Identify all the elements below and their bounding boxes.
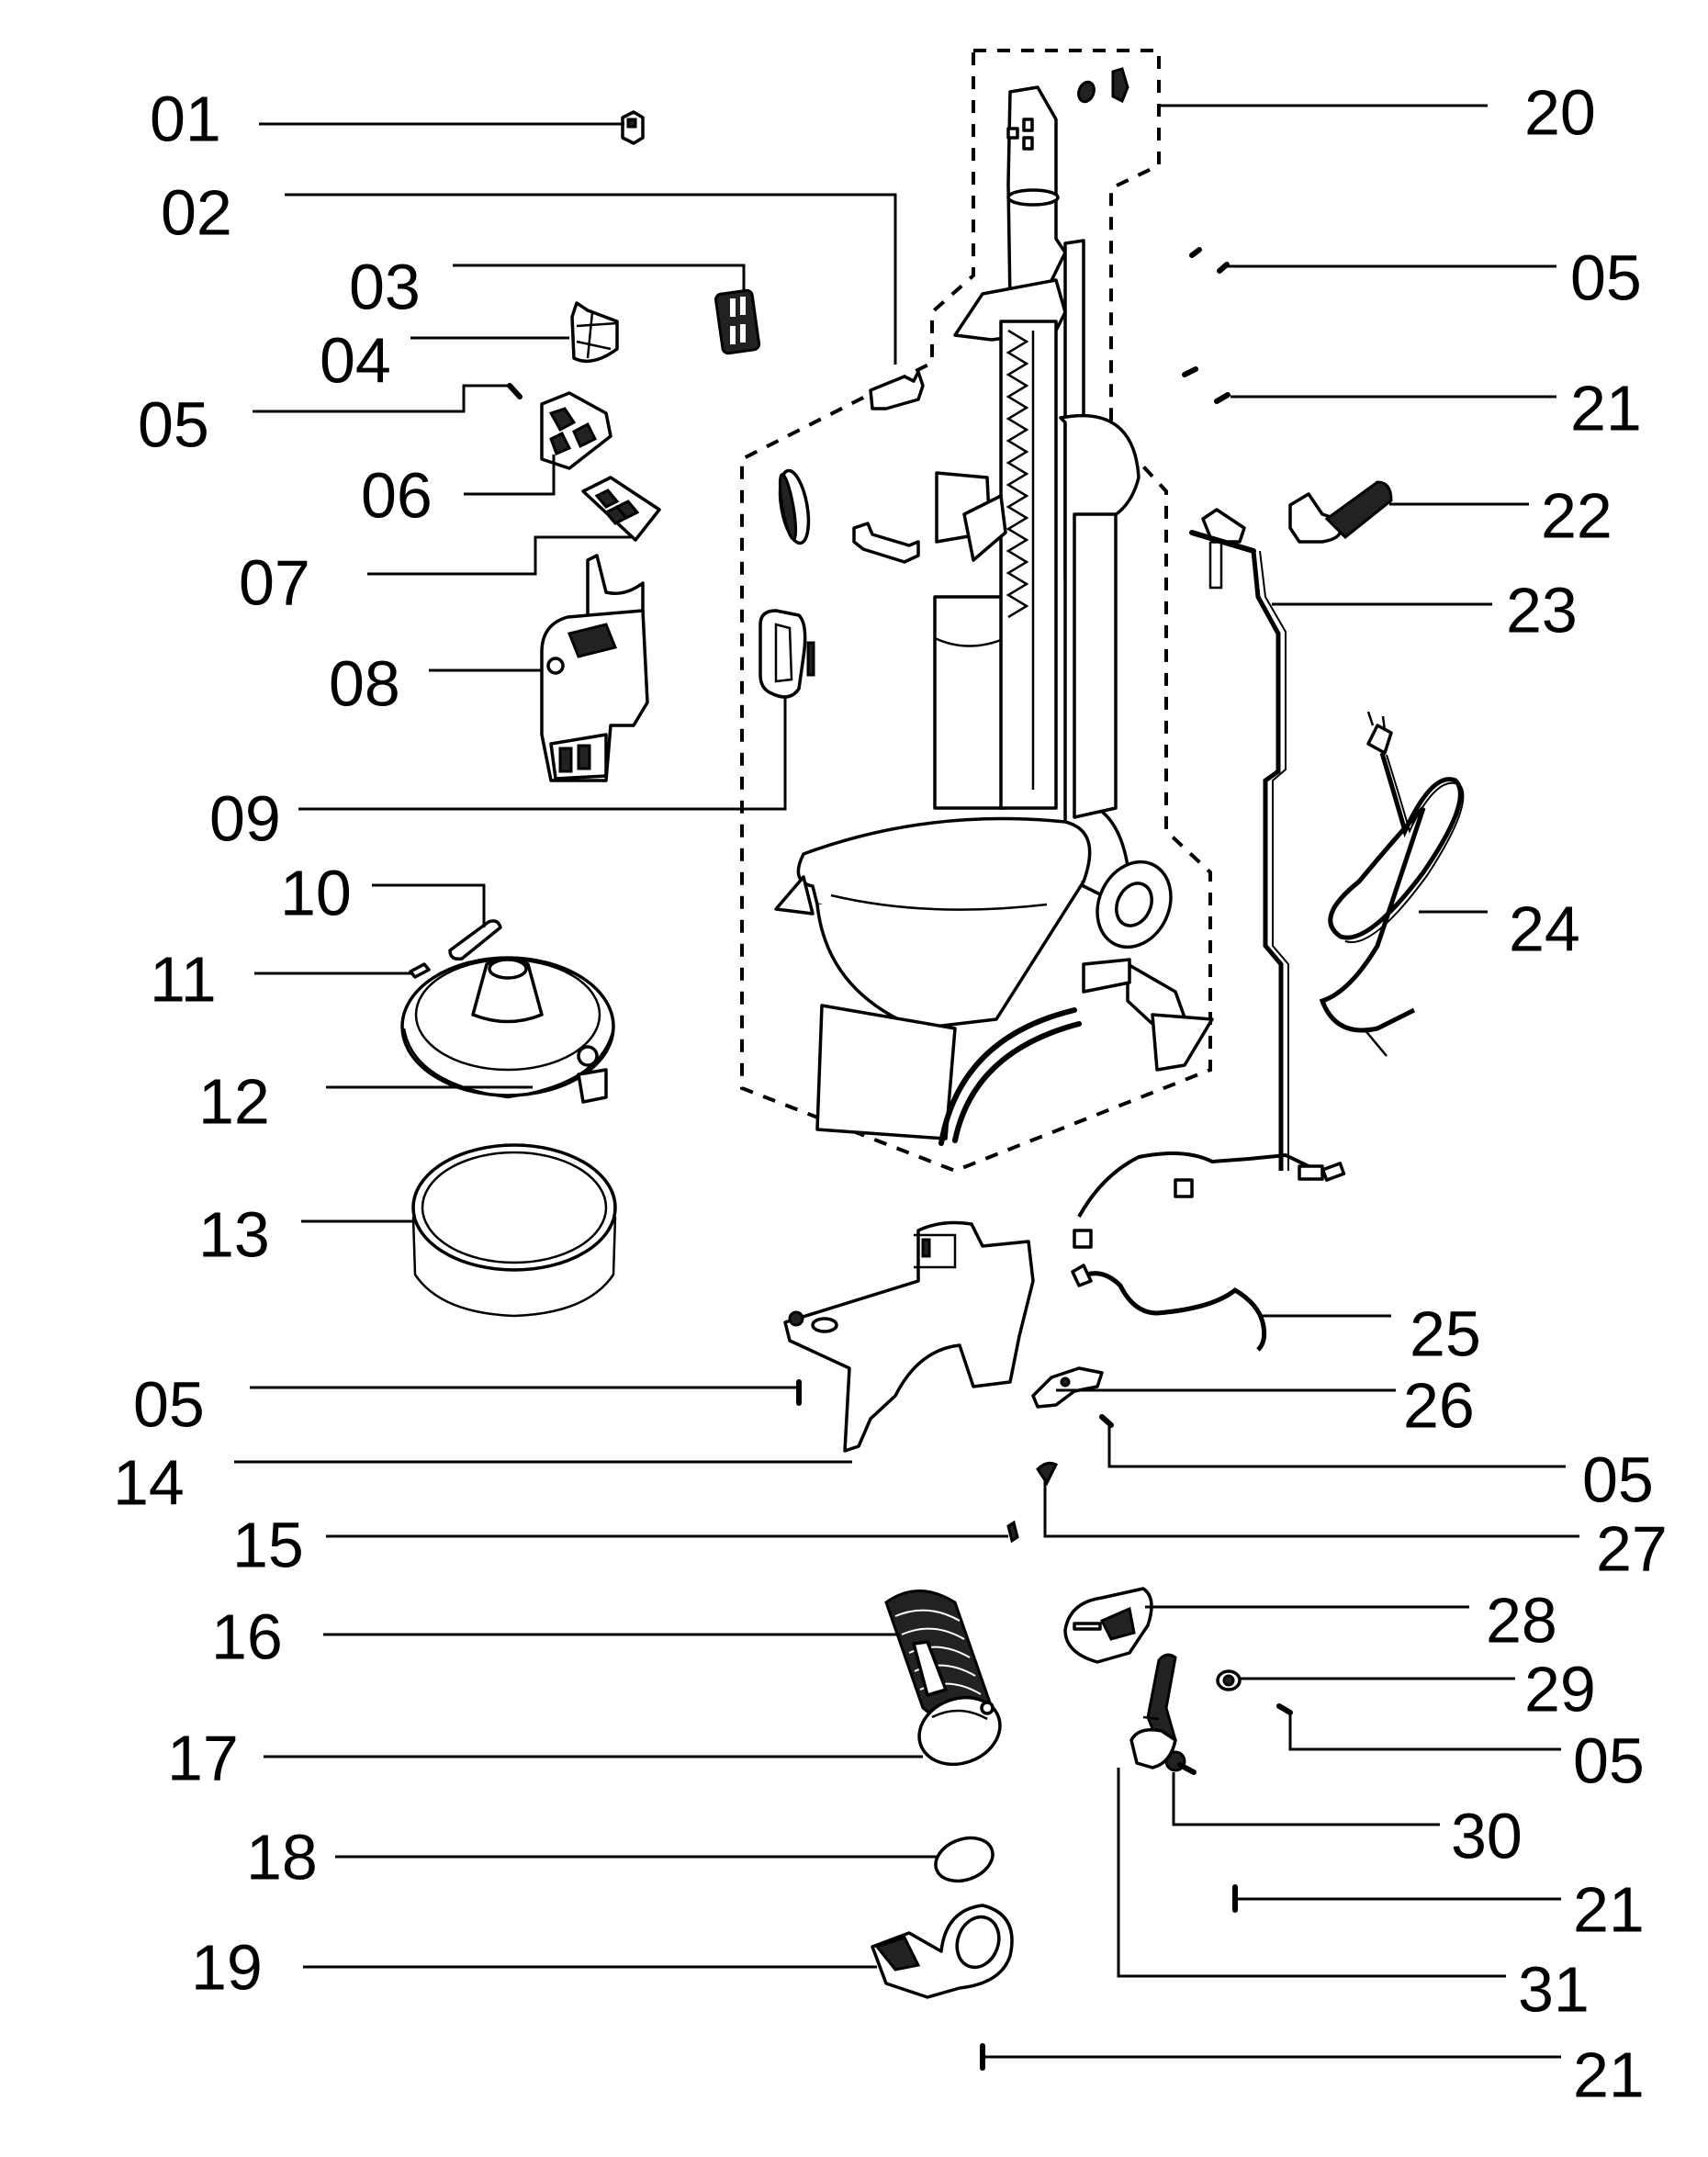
part-06-circuit-housing (540, 391, 612, 470)
part-03-latch-bracket (714, 288, 761, 355)
part-01-switch-button (621, 110, 645, 145)
callout-14: 14 (113, 1446, 185, 1518)
leader-09 (298, 696, 787, 811)
callout-26: 26 (1403, 1369, 1475, 1441)
leader-05e (1288, 1713, 1561, 1751)
callout-31: 31 (1518, 1953, 1590, 2025)
part-05-screw-d (1099, 1414, 1114, 1428)
callout-22: 22 (1541, 479, 1612, 551)
callout-29: 29 (1524, 1653, 1596, 1724)
leader-03 (453, 264, 746, 292)
callout-09: 09 (209, 782, 281, 854)
callout-04: 04 (320, 324, 391, 396)
callout-02: 02 (161, 176, 232, 248)
callout-11: 11 (150, 943, 217, 1015)
callout-27: 27 (1596, 1512, 1668, 1584)
callout-21b: 21 (1573, 1873, 1645, 1945)
callout-05b: 05 (133, 1368, 205, 1440)
part-28-cam (1063, 1587, 1153, 1664)
callout-05d: 05 (1582, 1444, 1654, 1515)
part-23-internal-wiring (1189, 508, 1289, 1171)
leader-02 (285, 193, 897, 365)
part-24-power-cord (1319, 711, 1465, 1057)
inner-ring-part (778, 468, 811, 545)
callout-12: 12 (198, 1065, 270, 1137)
inner-bracket-part (852, 522, 920, 564)
part-05-screw-c (1189, 247, 1230, 274)
callout-10: 10 (280, 857, 352, 928)
callout-labels: 01 02 03 04 05 06 07 08 09 10 11 12 13 0… (113, 76, 1668, 2110)
leader-06 (464, 455, 556, 496)
callout-30: 30 (1451, 1800, 1523, 1871)
part-22-cord-hook (1288, 480, 1393, 544)
callout-21c: 21 (1573, 2039, 1645, 2110)
part-18-o-ring (934, 1836, 994, 1883)
part-05-screw-e (1276, 1703, 1293, 1715)
part-15-small-clip (1006, 1520, 1019, 1544)
part-04-valve-cap (570, 301, 619, 364)
callout-08: 08 (329, 647, 400, 719)
callout-21a: 21 (1570, 372, 1642, 444)
callout-05a: 05 (138, 388, 209, 460)
callout-01: 01 (150, 83, 221, 154)
part-12-filter-cover (400, 956, 615, 1104)
callout-28: 28 (1486, 1584, 1557, 1656)
assembly-boundary (740, 49, 1212, 1174)
leader-31 (1117, 1768, 1506, 1978)
leader-lines (234, 104, 1579, 2059)
callout-05c: 05 (1570, 242, 1642, 313)
callout-25: 25 (1410, 1298, 1481, 1369)
callout-13: 13 (198, 1198, 270, 1270)
leader-07 (367, 535, 634, 576)
callout-19: 19 (191, 1931, 263, 2003)
part-09-seal-gasket (758, 609, 815, 699)
part-11-small-pin (409, 962, 431, 979)
callout-18: 18 (246, 1821, 318, 1893)
callout-17: 17 (167, 1722, 239, 1793)
callout-20: 20 (1524, 76, 1596, 148)
part-02-clip (869, 370, 925, 410)
callout-05e: 05 (1573, 1724, 1645, 1796)
part-05-screw-a (507, 383, 523, 399)
part-27-bumper (1036, 1461, 1059, 1486)
part-29-nut (1216, 1669, 1242, 1691)
leader-27 (1043, 1478, 1579, 1538)
part-17-duct-connector (912, 1640, 1002, 1767)
part-21-screw-a (1182, 366, 1230, 404)
part-26-switch (1031, 1366, 1104, 1409)
leader-05a (253, 384, 510, 413)
vacuum-main-body (774, 85, 1214, 1146)
part-25-wiring-harness (1071, 1152, 1346, 1352)
part-10-pin (448, 919, 502, 961)
callout-23: 23 (1506, 574, 1578, 646)
callout-06: 06 (361, 459, 433, 531)
callout-03: 03 (349, 251, 421, 322)
callout-24: 24 (1509, 893, 1580, 964)
leader-30 (1172, 1772, 1440, 1826)
leader-10 (372, 883, 486, 927)
part-08-wand-handle-assembly (540, 554, 649, 782)
part-14-motor-housing-base (783, 1220, 1035, 1453)
part-20-handle-kit-items (1077, 67, 1129, 104)
part-31-pedal-lever (1129, 1653, 1177, 1769)
part-07-circuit-board (581, 476, 661, 542)
part-19-hose-cuff (871, 1904, 1014, 1999)
callout-07: 07 (239, 546, 310, 618)
callout-16: 16 (211, 1601, 283, 1672)
callout-15: 15 (232, 1509, 304, 1580)
part-13-post-motor-filter (411, 1143, 617, 1318)
leader-05d (1107, 1425, 1566, 1468)
